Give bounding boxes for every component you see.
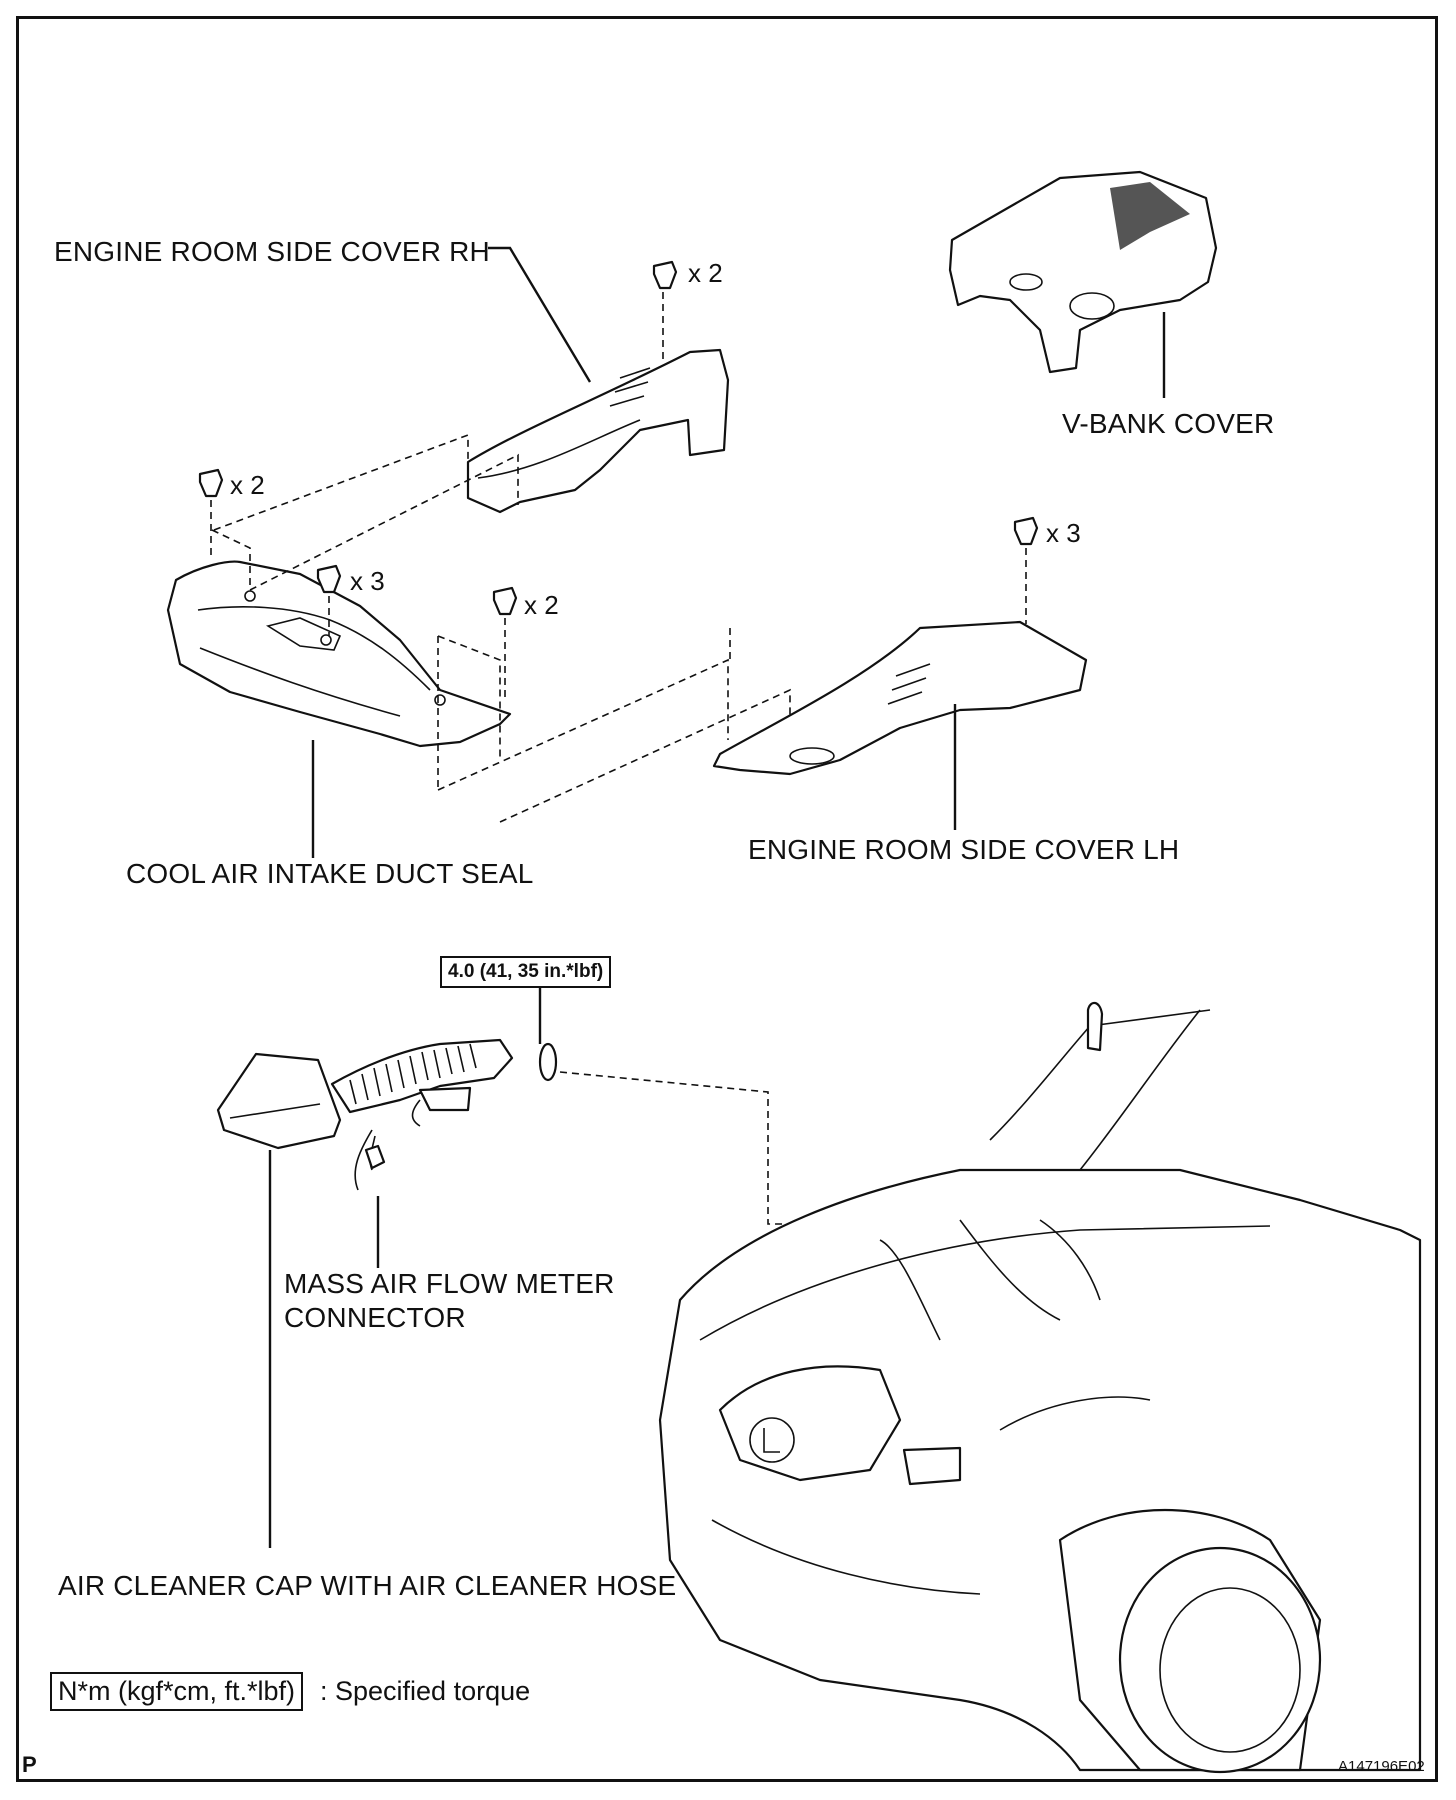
- v-bank-cover-drawing: [948, 170, 1218, 374]
- legend-unit-box: N*m (kgf*cm, ft.*lbf): [50, 1672, 304, 1711]
- legend-description: : Specified torque: [320, 1676, 531, 1706]
- label-cool-air-intake-duct-seal: COOL AIR INTAKE DUCT SEAL: [126, 858, 534, 889]
- clip-count-seal-right: x 2: [524, 590, 559, 620]
- label-mass-air-flow-meter-connector-line1: MASS AIR FLOW METER: [284, 1268, 615, 1299]
- engine-room-side-cover-lh-drawing: [712, 620, 1088, 776]
- air-cleaner-cap-with-hose-drawing: [216, 1038, 558, 1191]
- label-air-cleaner-cap: AIR CLEANER CAP WITH AIR CLEANER HOSE: [58, 1570, 677, 1601]
- clip-icon: [316, 564, 342, 636]
- clip-count-lh-cover: x 3: [1046, 518, 1081, 548]
- clip-count-rh-cover: x 2: [688, 258, 723, 288]
- clip-icon: [1013, 516, 1039, 624]
- vehicle-front-drawing: [658, 1001, 1422, 1774]
- label-v-bank-cover: V-BANK COVER: [1062, 408, 1275, 439]
- alignment-lines: [211, 433, 791, 823]
- corner-mark: P: [22, 1752, 37, 1777]
- clip-icon: [652, 260, 678, 360]
- clip-count-seal-left: x 2: [230, 470, 265, 500]
- clip-icon: [492, 586, 518, 700]
- clip-icon: [198, 468, 224, 560]
- diagram-frame: [16, 16, 1438, 1782]
- label-engine-room-side-cover-rh: ENGINE ROOM SIDE COVER RH: [54, 236, 490, 267]
- label-mass-air-flow-meter-connector-line2: CONNECTOR: [284, 1302, 466, 1333]
- engine-room-side-cover-rh-drawing: [466, 348, 730, 514]
- label-engine-room-side-cover-lh: ENGINE ROOM SIDE COVER LH: [748, 834, 1180, 865]
- figure-id: A147196E02: [1338, 1758, 1425, 1775]
- cool-air-intake-duct-seal-drawing: [166, 560, 512, 748]
- engine-room-side-cover-rh-leader: [488, 246, 592, 383]
- torque-spec-box: 4.0 (41, 35 in.*lbf): [440, 956, 612, 988]
- clip-count-seal-mid: x 3: [350, 566, 385, 596]
